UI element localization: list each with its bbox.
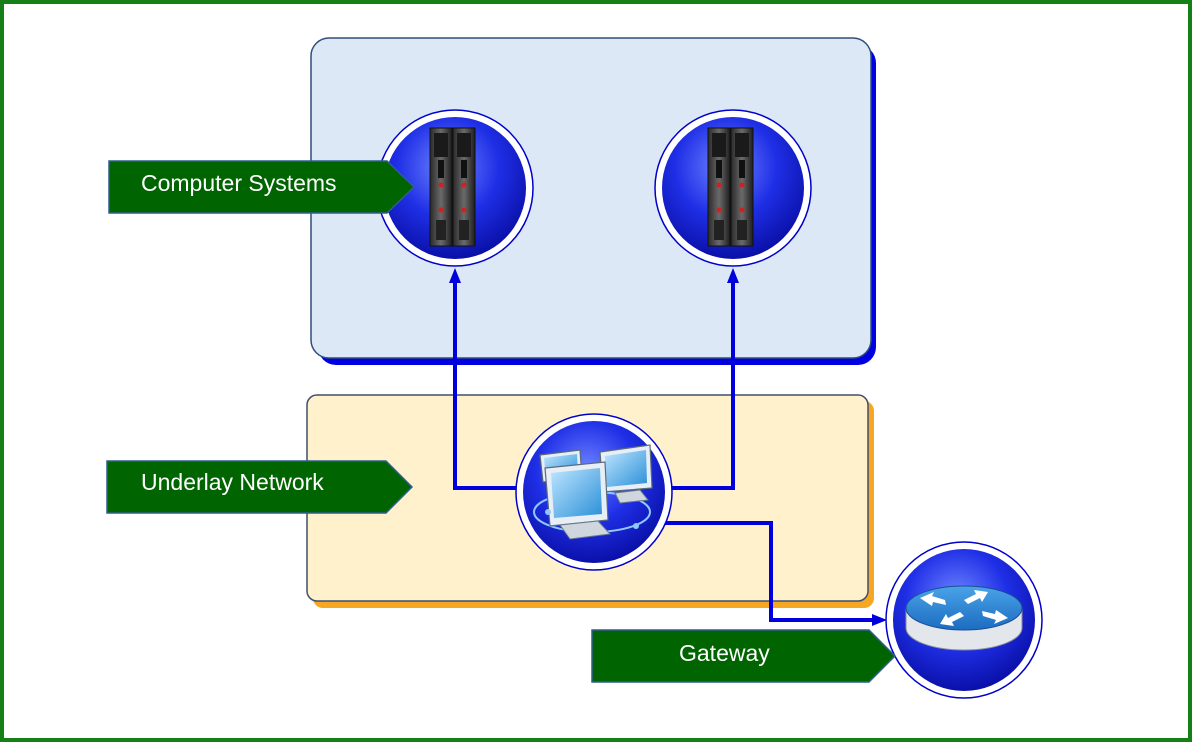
label-computer-systems-text: Computer Systems [141,170,337,196]
label-gateway: Gateway [591,629,897,683]
server-node-1[interactable] [376,109,534,267]
network-computers-icon [533,444,653,540]
arrowhead-gateway [872,614,887,626]
connectors [453,282,874,622]
router-icon [905,585,1023,651]
label-computer-systems-shape [108,160,416,214]
label-computer-systems: Computer Systems [108,160,416,214]
label-underlay-network: Underlay Network [106,460,414,514]
arrowhead-server-2 [727,268,739,283]
connector-network-to-server-2 [668,282,735,490]
server-icon [707,127,754,247]
gateway-node[interactable] [885,541,1043,699]
server-node-2[interactable] [654,109,812,267]
connector-network-to-gateway [662,521,874,622]
label-gateway-shape [591,629,897,683]
connector-network-to-server-1 [453,282,520,490]
label-underlay-network-text: Underlay Network [141,469,324,495]
label-underlay-network-shape [106,460,414,514]
label-gateway-text: Gateway [679,640,770,666]
network-node[interactable] [515,413,673,571]
server-icon [429,127,476,247]
arrowhead-server-1 [449,268,461,283]
